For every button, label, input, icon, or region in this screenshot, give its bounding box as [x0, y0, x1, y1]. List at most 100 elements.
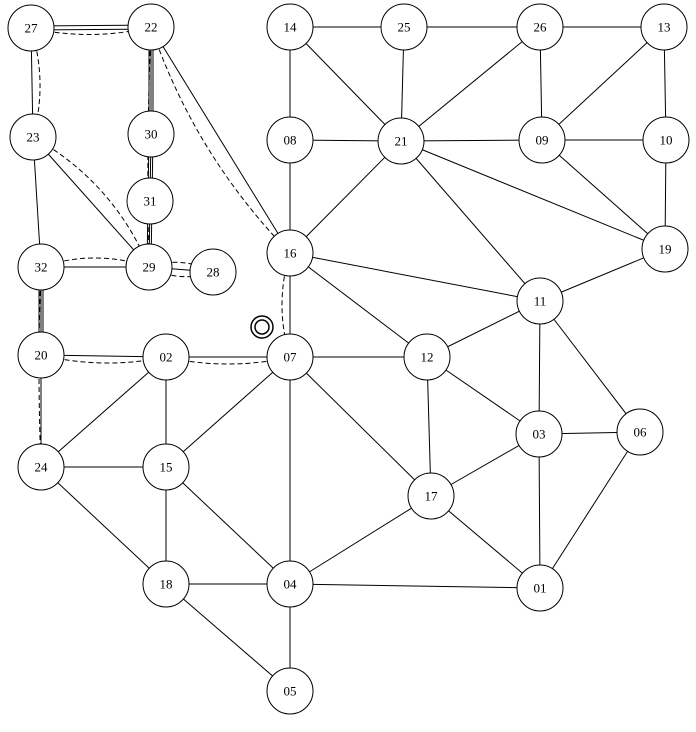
- node-circle: [642, 116, 690, 164]
- node-18[interactable]: 18: [142, 560, 190, 608]
- node-label: 01: [534, 581, 547, 596]
- node-label: 29: [143, 260, 156, 275]
- node-13[interactable]: 13: [640, 3, 688, 51]
- node-label: 06: [634, 425, 648, 440]
- node-circle: [189, 248, 237, 296]
- node-label: 30: [145, 127, 158, 142]
- edge-11-06: [539, 300, 641, 433]
- target-marker-inner: [254, 319, 270, 335]
- node-circle: [142, 560, 190, 608]
- node-label: 23: [27, 130, 40, 145]
- edge-06-01: [539, 431, 641, 589]
- node-label: 16: [284, 246, 298, 261]
- node-circle: [407, 472, 455, 520]
- node-circle: [142, 333, 190, 381]
- node-20[interactable]: 20: [17, 331, 65, 379]
- node-29[interactable]: 29: [125, 243, 173, 291]
- edge-14-21: [289, 26, 402, 142]
- node-16[interactable]: 16: [266, 229, 314, 277]
- edge-04-15: [165, 466, 291, 585]
- node-circle: [641, 225, 689, 273]
- node-31[interactable]: 31: [126, 177, 174, 225]
- node-label: 17: [425, 489, 439, 504]
- node-label: 21: [395, 134, 408, 149]
- node-label: 08: [284, 133, 297, 148]
- node-circle: [142, 443, 190, 491]
- node-circle: [403, 333, 451, 381]
- edges-layer: [30, 26, 667, 692]
- node-label: 25: [398, 20, 411, 35]
- node-21[interactable]: 21: [377, 117, 425, 165]
- node-04[interactable]: 04: [266, 560, 314, 608]
- node-07[interactable]: 07: [266, 333, 314, 381]
- edge-26-21: [400, 26, 541, 142]
- node-32[interactable]: 32: [17, 243, 65, 291]
- node-03[interactable]: 03: [515, 410, 563, 458]
- node-08[interactable]: 08: [266, 116, 314, 164]
- target-marker: [250, 315, 274, 339]
- node-label: 07: [284, 350, 298, 365]
- node-label: 12: [421, 350, 434, 365]
- edge-21-11: [400, 140, 541, 302]
- node-circle: [518, 116, 566, 164]
- node-circle: [17, 331, 65, 379]
- nodes-layer: 27 22 23 30 31 32 29 28 20 02 24 15 18 14 25 26 13 08 21 09…: [7, 3, 690, 715]
- node-circle: [266, 3, 314, 51]
- node-circle: [616, 408, 664, 456]
- node-label: 19: [659, 242, 672, 257]
- target-marker-outer: [250, 315, 274, 339]
- edge-22-16: [150, 26, 291, 254]
- node-circle: [377, 117, 425, 165]
- node-circle: [380, 3, 428, 51]
- edge-17-04: [289, 495, 432, 585]
- node-circle: [516, 277, 564, 325]
- node-23[interactable]: 23: [9, 113, 57, 161]
- node-10[interactable]: 10: [642, 116, 690, 164]
- node-label: 11: [534, 294, 547, 309]
- node-22[interactable]: 22: [127, 3, 175, 51]
- node-11[interactable]: 11: [516, 277, 564, 325]
- edge-18-05: [165, 583, 291, 692]
- node-14[interactable]: 14: [266, 3, 314, 51]
- edge-16-11: [289, 252, 541, 302]
- node-circle: [266, 116, 314, 164]
- node-19[interactable]: 19: [641, 225, 689, 273]
- node-25[interactable]: 25: [380, 3, 428, 51]
- node-label: 18: [160, 577, 173, 592]
- node-label: 28: [207, 265, 220, 280]
- node-label: 02: [160, 350, 173, 365]
- dashed-edge-22-16-8: [150, 26, 291, 254]
- node-label: 31: [144, 194, 157, 209]
- node-15[interactable]: 15: [142, 443, 190, 491]
- node-30[interactable]: 30: [127, 110, 175, 158]
- node-26[interactable]: 26: [516, 3, 564, 51]
- edge-07-15: [165, 356, 291, 468]
- node-circle: [640, 3, 688, 51]
- node-circle: [7, 4, 55, 52]
- node-05[interactable]: 05: [266, 667, 314, 715]
- node-17[interactable]: 17: [407, 472, 455, 520]
- node-02[interactable]: 02: [142, 333, 190, 381]
- node-28[interactable]: 28: [189, 248, 237, 296]
- node-label: 27: [25, 21, 39, 36]
- node-09[interactable]: 09: [518, 116, 566, 164]
- node-06[interactable]: 06: [616, 408, 664, 456]
- edge-23-29: [32, 136, 150, 268]
- edge-16-12: [289, 252, 428, 358]
- node-label: 26: [534, 20, 548, 35]
- node-circle: [266, 229, 314, 277]
- edge-24-18: [40, 466, 167, 585]
- node-label: 05: [284, 684, 297, 699]
- edge-13-09: [541, 26, 665, 141]
- node-circle: [17, 243, 65, 291]
- node-24[interactable]: 24: [17, 443, 65, 491]
- node-label: 24: [35, 460, 49, 475]
- node-01[interactable]: 01: [516, 564, 564, 612]
- edge-03-01: [538, 433, 541, 589]
- node-label: 32: [35, 260, 48, 275]
- node-12[interactable]: 12: [403, 333, 451, 381]
- node-label: 03: [533, 427, 546, 442]
- edge-02-24: [40, 356, 167, 468]
- node-27[interactable]: 27: [7, 4, 55, 52]
